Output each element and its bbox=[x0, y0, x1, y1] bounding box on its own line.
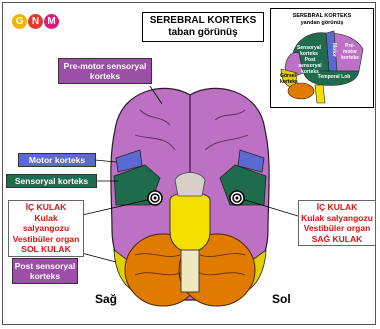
ear-left-line-3: Vestibüler organ bbox=[11, 234, 81, 245]
ear-left-line-4: SOL KULAK bbox=[11, 244, 81, 255]
medulla bbox=[181, 250, 199, 292]
label-sensory: Sensoryal korteks bbox=[6, 174, 97, 188]
ear-left-line-2: Kulak salyangozu bbox=[11, 213, 81, 234]
label-motor: Motor korteks bbox=[18, 153, 96, 167]
inner-ear-label-right: İÇ KULAK Kulak salyangozu Vestibüler org… bbox=[298, 200, 376, 246]
label-premotor: Pre-motor sensoryal korteks bbox=[58, 58, 152, 84]
ear-right-line-1: İÇ KULAK bbox=[301, 202, 373, 213]
label-post-line-1: Post sensoryal bbox=[13, 261, 77, 271]
brainstem bbox=[170, 193, 210, 253]
label-premotor-line-2: korteks bbox=[59, 71, 151, 81]
label-post-line-2: korteks bbox=[13, 271, 77, 281]
side-label-right: Sol bbox=[272, 292, 291, 306]
inner-ear-marker-left bbox=[148, 191, 162, 205]
inset-cerebellum bbox=[288, 83, 314, 99]
inner-ear-marker-right bbox=[230, 191, 244, 205]
label-premotor-line-1: Pre-motor sensoryal bbox=[59, 61, 151, 71]
inset-brainstem bbox=[315, 85, 325, 103]
ear-right-line-3: Vestibüler organ bbox=[301, 223, 373, 234]
side-label-left: Sağ bbox=[95, 292, 117, 306]
inner-ear-label-left: İÇ KULAK Kulak salyangozu Vestibüler org… bbox=[8, 200, 84, 257]
ear-right-line-4: SAĞ KULAK bbox=[301, 234, 373, 245]
ear-left-line-1: İÇ KULAK bbox=[11, 202, 81, 213]
ear-right-line-2: Kulak salyangozu bbox=[301, 213, 373, 224]
lateral-view-inset: SEREBRAL KORTEKS yandan görünüş Sensorya… bbox=[270, 8, 374, 108]
inset-label-post: Post sensoryal korteks bbox=[297, 57, 323, 75]
inset-label-premotor: Pre-motor korteks bbox=[339, 43, 361, 61]
inset-label-visual: Görsel korteks bbox=[280, 73, 296, 85]
inset-label-sensory: Sensoryal korteks bbox=[295, 45, 323, 57]
inset-label-motor: Motor bbox=[327, 43, 337, 57]
cranial-nerves bbox=[175, 173, 205, 197]
label-post-sensory: Post sensoryal korteks bbox=[12, 258, 78, 284]
inset-label-temporal: Temporal Lob bbox=[317, 74, 351, 80]
